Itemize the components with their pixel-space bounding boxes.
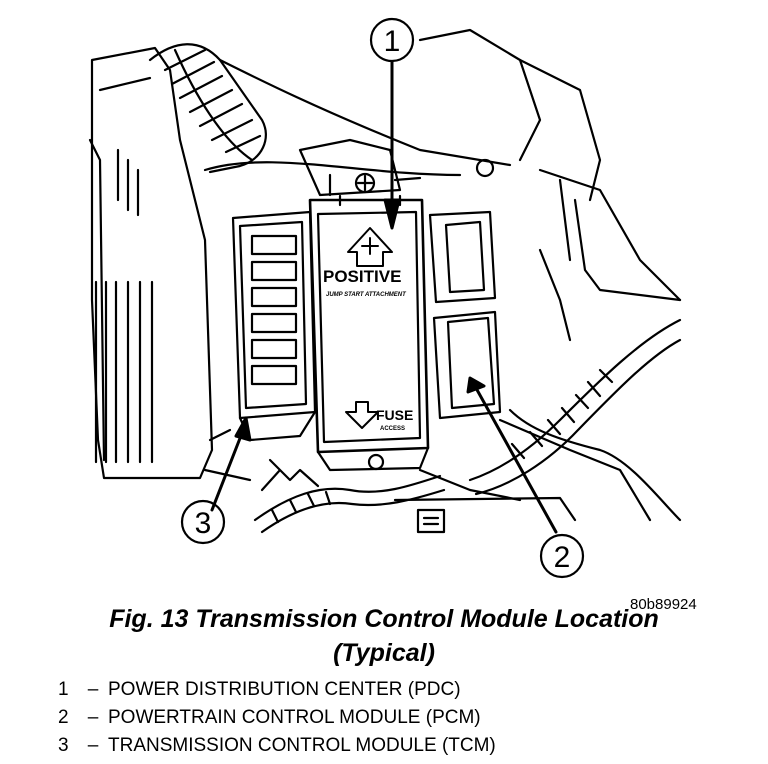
callout-3-number: 3	[195, 507, 212, 540]
positive-arrow-icon	[347, 227, 393, 267]
lower-tray	[203, 428, 577, 534]
positive-sublabel: JUMP START ATTACHMENT	[326, 292, 407, 298]
legend-text: POWERTRAIN CONTROL MODULE (PCM)	[108, 707, 481, 728]
fuse-label: FUSE	[376, 407, 413, 423]
figure-reference-id: 80b89924	[630, 596, 697, 613]
component-location-diagram: POSITIVE JUMP START ATTACHMENT FUSE ACCE…	[88, 17, 682, 579]
callout-1-circle	[369, 17, 415, 63]
fuse-sublabel: ACCESS	[380, 426, 405, 432]
callout-1-number: 1	[384, 25, 401, 58]
air-intake-duct	[148, 43, 512, 177]
callout-2-circle	[539, 533, 585, 579]
legend: 1–POWER DISTRIBUTION CENTER (PDC) 2–POWE…	[58, 676, 496, 760]
caption-line-2: (Typical)	[333, 639, 435, 667]
legend-number: 2	[58, 707, 69, 728]
positive-label: POSITIVE	[323, 267, 401, 286]
wiring-harness-right	[468, 248, 682, 522]
legend-number: 3	[58, 735, 69, 756]
pdc-bracket	[298, 138, 495, 197]
callout-leaders	[210, 60, 558, 534]
relay-box	[428, 210, 497, 304]
legend-item: 3–TRANSMISSION CONTROL MODULE (TCM)	[58, 732, 496, 760]
powertrain-control-module	[432, 310, 502, 420]
transmission-control-module	[231, 210, 317, 442]
legend-text: TRANSMISSION CONTROL MODULE (TCM)	[108, 735, 496, 756]
power-distribution-center	[308, 194, 430, 472]
legend-dash: –	[87, 707, 99, 728]
callout-2-number: 2	[554, 541, 571, 574]
caption-line-1: Fig. 13 Transmission Control Module Loca…	[109, 605, 659, 633]
legend-number: 1	[58, 679, 69, 700]
legend-dash: –	[87, 735, 99, 756]
legend-text: POWER DISTRIBUTION CENTER (PDC)	[108, 679, 461, 700]
legend-item: 1–POWER DISTRIBUTION CENTER (PDC)	[58, 676, 496, 704]
callout-3-circle	[180, 499, 226, 545]
wiring-harness-left	[253, 458, 446, 534]
legend-dash: –	[87, 679, 99, 700]
firewall-structure	[418, 28, 682, 302]
figure-caption: Fig. 13 Transmission Control Module Loca…	[0, 602, 768, 670]
left-panel	[88, 46, 214, 480]
legend-item: 2–POWERTRAIN CONTROL MODULE (PCM)	[58, 704, 496, 732]
fuse-arrow-icon	[345, 401, 379, 429]
